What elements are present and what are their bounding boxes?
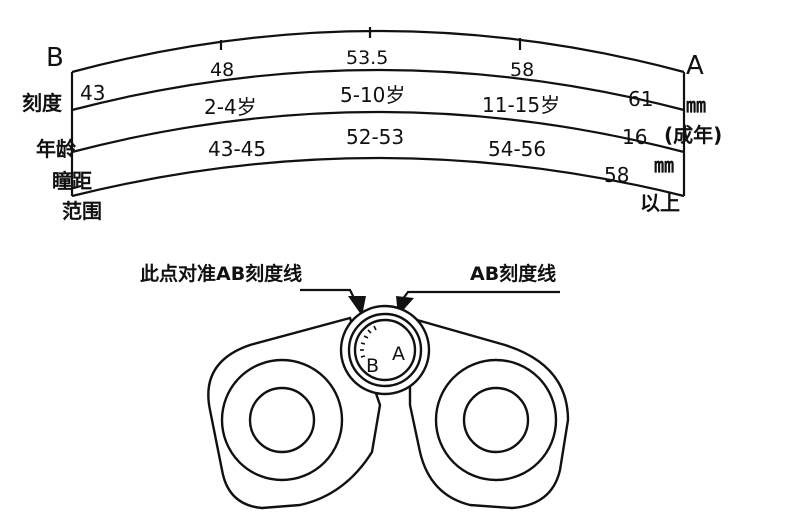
scale-end-a: A	[686, 51, 704, 81]
tick-label-58: 58	[510, 59, 534, 81]
left-label-scale: 刻度	[22, 91, 63, 115]
tick-label-48: 48	[210, 59, 234, 81]
dial-graduations	[360, 325, 377, 358]
tick-label-53-5: 53.5	[346, 47, 388, 69]
right-label-mm-1: ㎜	[686, 93, 706, 117]
right-label-mm-2: ㎜	[654, 153, 674, 177]
scale-arc-bottom	[71, 156, 685, 198]
pointer-right-line	[401, 290, 560, 301]
hinge-dial-inner	[353, 318, 417, 382]
pointer-left-arrow-icon	[348, 296, 366, 316]
dial-label-b: B	[366, 355, 379, 377]
callout-ab-line: AB刻度线	[470, 262, 556, 285]
scale-band	[70, 27, 686, 198]
pd-range-2: 52-53	[346, 125, 404, 149]
binocular-body	[207, 304, 570, 510]
callout-pointers	[300, 288, 560, 303]
row1-left-value: 43	[80, 81, 105, 105]
pd-range-3: 54-56	[488, 137, 546, 161]
scale-end-b: B	[46, 43, 64, 73]
left-label-age: 年龄	[36, 137, 77, 161]
pd-range-1: 43-45	[208, 137, 266, 161]
scale-arc-row2	[71, 110, 685, 154]
age-group-2: 5-10岁	[340, 83, 405, 107]
row1-right-value: 61	[628, 87, 653, 111]
right-label-adult: (成年)	[664, 123, 722, 147]
row3-right-value: 58	[604, 163, 629, 187]
callout-align-point: 此点对准AB刻度线	[140, 262, 302, 285]
left-eyepiece-inner	[248, 386, 316, 454]
age-group-3: 11-15岁	[482, 93, 560, 117]
right-label-above: 以上	[640, 191, 680, 215]
right-eyepiece-inner	[462, 386, 530, 454]
dial-label-a: A	[392, 343, 405, 365]
left-label-pd: 瞳距	[52, 169, 92, 193]
age-group-1: 2-4岁	[204, 95, 257, 119]
row2-right-value: 16	[622, 125, 647, 149]
scale-arc-outer	[71, 29, 685, 74]
scale-arc-row1	[71, 68, 685, 112]
pointer-left-line	[300, 288, 357, 303]
left-label-range: 范围	[62, 199, 102, 223]
